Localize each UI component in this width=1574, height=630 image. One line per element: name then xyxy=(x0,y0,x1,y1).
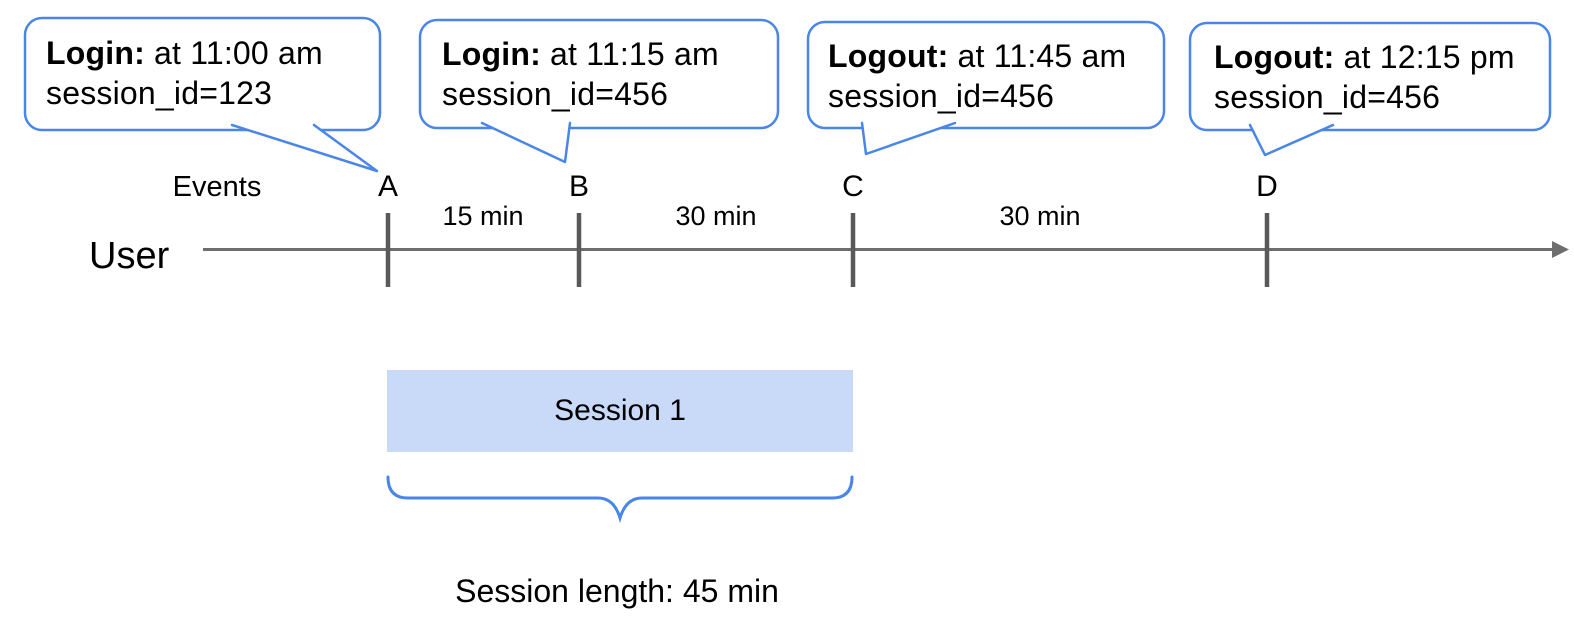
callout-c-event: Logout: xyxy=(828,38,949,74)
callout-a-line1: Login: at 11:00 am xyxy=(46,33,323,73)
callout-a-event: Login: xyxy=(46,35,145,71)
session-length-brace xyxy=(386,475,854,524)
callout-a-time: at 11:00 am xyxy=(144,35,323,71)
interval-label-bc: 30 min xyxy=(675,201,757,231)
event-marker-c: C xyxy=(842,170,864,203)
callout-text-a: Login: at 11:00 am session_id=123 xyxy=(46,33,323,113)
callout-text-b: Login: at 11:15 am session_id=456 xyxy=(442,34,719,114)
timeline-axis-label: User xyxy=(89,235,170,277)
callout-bubble-d xyxy=(1188,21,1552,132)
callout-a-session: session_id=123 xyxy=(46,75,273,111)
callout-d-session: session_id=456 xyxy=(1214,79,1441,115)
callout-c-line1: Logout: at 11:45 am xyxy=(828,36,1126,76)
callout-tail-b xyxy=(480,121,572,164)
callout-tail-a xyxy=(230,123,379,173)
callout-tail-c xyxy=(860,121,957,156)
callout-bubble-b xyxy=(418,18,780,130)
callout-d-line1: Logout: at 12:15 pm xyxy=(1214,37,1515,77)
callout-c-session: session_id=456 xyxy=(828,78,1055,114)
callout-d-time: at 12:15 pm xyxy=(1334,39,1515,75)
session-length-label: Session length: 45 min xyxy=(455,573,779,609)
callout-c-time: at 11:45 am xyxy=(948,38,1127,74)
callout-bubble-a xyxy=(23,16,382,132)
event-marker-d: D xyxy=(1256,170,1278,203)
session-box xyxy=(387,370,853,452)
callout-text-c: Logout: at 11:45 am session_id=456 xyxy=(828,36,1126,116)
timeline-arrowhead xyxy=(1552,241,1569,258)
callout-b-time: at 11:15 am xyxy=(540,36,719,72)
callout-tail-d xyxy=(1248,123,1335,157)
interval-label-ab: 15 min xyxy=(442,201,524,231)
events-label: Events xyxy=(172,171,262,203)
interval-label-cd: 30 min xyxy=(999,201,1081,231)
callout-b-session: session_id=456 xyxy=(442,76,669,112)
callout-d-event: Logout: xyxy=(1214,39,1335,75)
session-box-label: Session 1 xyxy=(554,394,686,427)
callout-b-line1: Login: at 11:15 am xyxy=(442,34,719,74)
callout-text-d: Logout: at 12:15 pm session_id=456 xyxy=(1214,37,1515,117)
callout-bubble-c xyxy=(806,20,1166,130)
callout-b-event: Login: xyxy=(442,36,541,72)
event-marker-a: A xyxy=(377,170,398,203)
event-marker-b: B xyxy=(568,170,589,203)
